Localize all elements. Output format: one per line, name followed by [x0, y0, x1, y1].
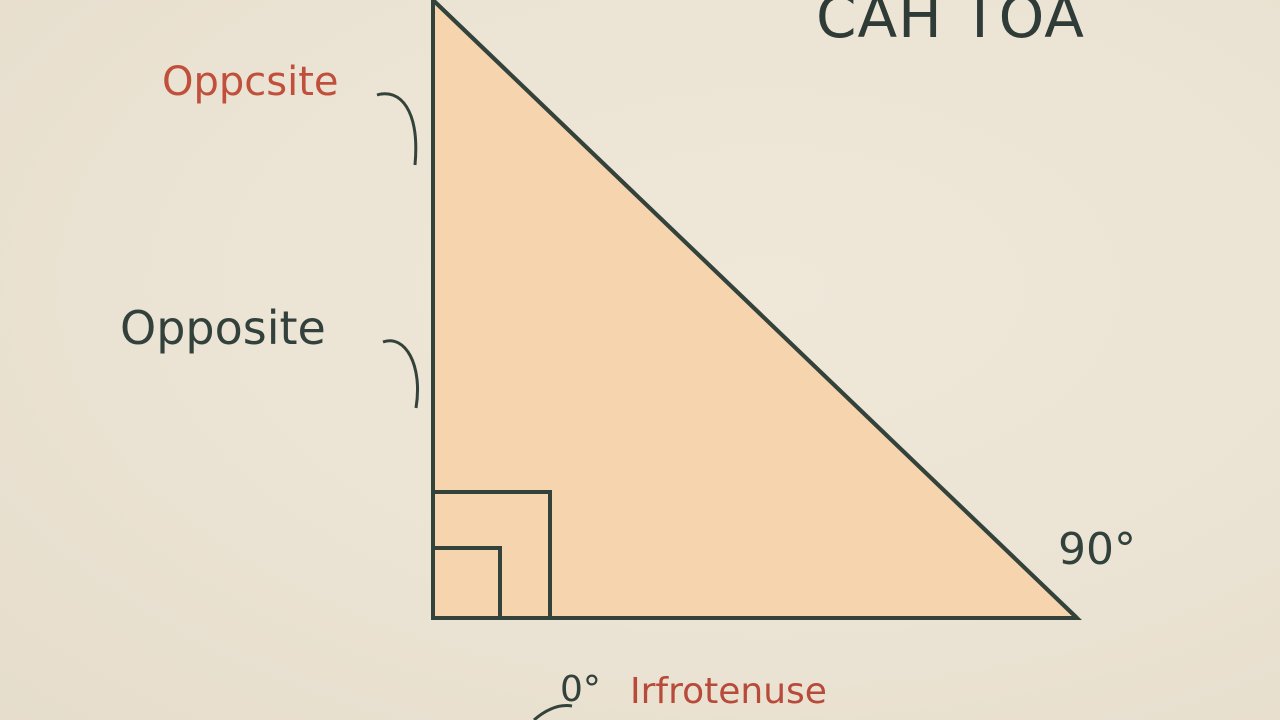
opposite-label-mid: Opposite	[120, 301, 326, 355]
page-title: CAH TOA	[816, 0, 1085, 51]
hypotenuse-label: Irfrotenuse	[630, 671, 827, 712]
angle-label-right: 90°	[1058, 524, 1136, 575]
right-angle-marker-inner	[431, 546, 502, 620]
angle-label-bottom: 0°	[560, 669, 601, 710]
bottom-bracket	[533, 704, 573, 720]
hypotenuse-line	[431, 0, 1079, 620]
opposite-label-top: Oppcsite	[162, 59, 339, 105]
opposite-top-bracket	[376, 92, 418, 166]
opposite-mid-bracket	[382, 339, 419, 409]
